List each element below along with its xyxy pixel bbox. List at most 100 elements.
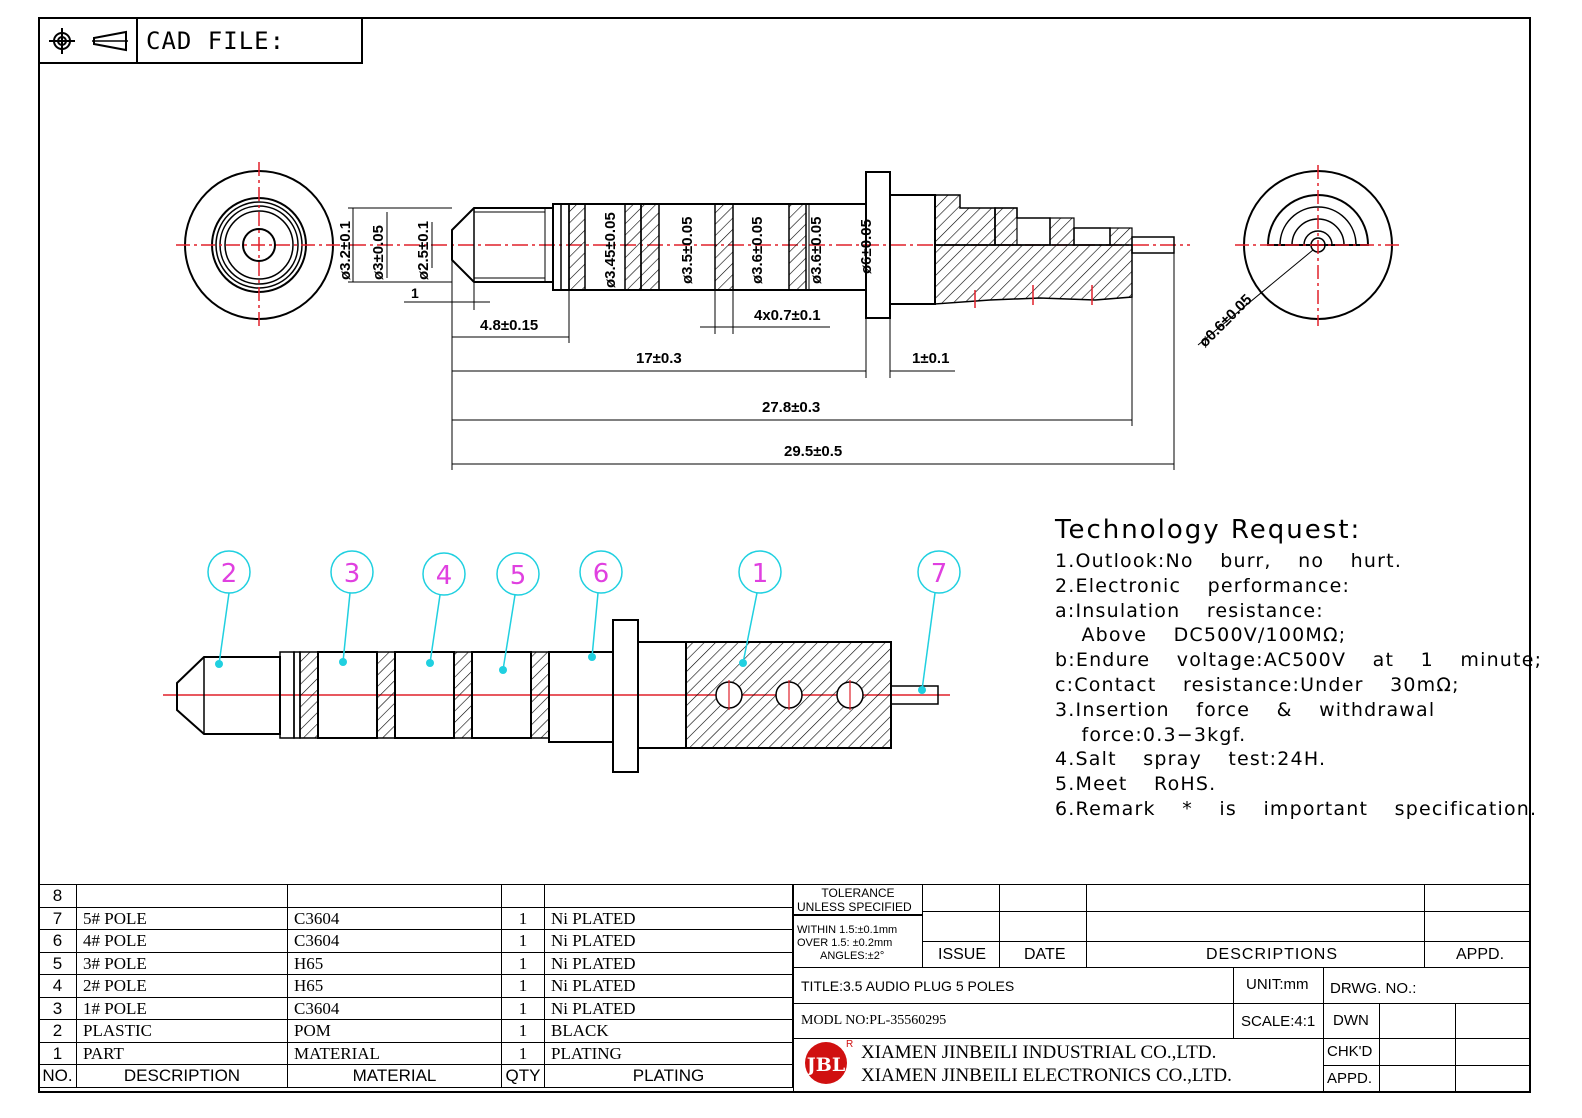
length-dimensions — [404, 253, 1175, 470]
date-header: DATE — [1024, 946, 1066, 963]
part-material: H65 — [287, 974, 502, 998]
dim-d3-5: ø3.5±0.05 — [679, 217, 696, 284]
tolerance-divider — [793, 914, 923, 916]
technology-request: Technology Request: 1.Outlook:No burr, n… — [1055, 515, 1543, 822]
part-qty: 1 — [501, 1019, 545, 1043]
tech-request-title: Technology Request: — [1055, 515, 1362, 545]
callout-balloon-4 — [422, 552, 466, 596]
callout-6-label: 6 — [593, 559, 610, 589]
tolerance-sub: UNLESS SPECIFIED — [797, 900, 912, 914]
part-no: 3 — [38, 996, 77, 1020]
dim-d3: ø3±0.05 — [370, 225, 387, 280]
tolerance-within: WITHIN 1.5:±0.1mm — [797, 924, 898, 936]
dim-27-8: 27.8±0.3 — [762, 399, 820, 416]
parts-header-cell: QTY — [501, 1064, 545, 1088]
part-no: 7 — [38, 906, 77, 930]
part-material: C3604 — [287, 906, 502, 930]
tech-line: 5.Meet RoHS. — [1055, 773, 1217, 796]
part-no: 1 — [38, 1041, 77, 1065]
tech-line: 6.Remark * is important specification. — [1055, 797, 1538, 820]
part-plating: Ni PLATED — [544, 929, 793, 953]
callout-balloon-7 — [917, 550, 961, 594]
callout-balloon-1 — [738, 550, 782, 594]
part-qty: 1 — [501, 951, 545, 975]
dim-1-0-1: 1±0.1 — [912, 350, 949, 367]
left-end-view — [176, 162, 345, 328]
callout-7-label: 7 — [931, 559, 948, 589]
part-plating: Ni PLATED — [544, 906, 793, 930]
tolerance-angles: ANGLES:±2° — [820, 950, 885, 962]
parts-row: 8 — [38, 884, 793, 908]
callout-3-label: 3 — [344, 559, 361, 589]
dim-d3-6a: ø3.6±0.05 — [749, 217, 766, 284]
unit-label: UNIT:mm — [1246, 976, 1309, 993]
part-material: MATERIAL — [287, 1041, 502, 1065]
tolerance-over: OVER 1.5: ±0.2mm — [797, 937, 893, 949]
drawing-frame — [38, 17, 1531, 1093]
part-description: PLASTIC — [76, 1019, 288, 1043]
part-material: H65 — [287, 951, 502, 975]
dim-17: 17±0.3 — [636, 350, 682, 367]
revision-row — [922, 911, 1531, 942]
part-qty: 1 — [501, 929, 545, 953]
part-plating: Ni PLATED — [544, 974, 793, 998]
dim-4x0-7: 4x0.7±0.1 — [754, 307, 821, 324]
chkd-appd-values — [1379, 1038, 1456, 1093]
projection-symbols — [40, 19, 138, 62]
callouts — [207, 550, 961, 691]
part-plating: Ni PLATED — [544, 996, 793, 1020]
right-end-view — [1197, 165, 1400, 346]
tech-line: Above DC500V/100MΩ; — [1055, 624, 1347, 647]
descriptions-header: DESCRIPTIONS — [1206, 946, 1339, 963]
issue-header: ISSUE — [938, 946, 987, 963]
dim-d3-6b: ø3.6±0.05 — [808, 217, 825, 284]
part-description: 3# POLE — [76, 951, 288, 975]
diameter-dimensions — [348, 207, 452, 283]
part-material — [287, 884, 502, 908]
part-qty — [501, 884, 545, 908]
part-qty: 1 — [501, 996, 545, 1020]
dim-d0-6: ø0.6±0.05 — [1196, 291, 1256, 351]
part-no: 8 — [38, 884, 77, 908]
callout-2-label: 2 — [221, 559, 238, 589]
part-plating — [544, 884, 793, 908]
cad-file-box: CAD FILE: — [38, 17, 363, 64]
tech-line: b:Endure voltage:AC500V at 1 minute; — [1055, 649, 1543, 672]
tech-line: c:Contact resistance:Under 30mΩ; — [1055, 673, 1460, 696]
callout-5-label: 5 — [510, 561, 527, 591]
tech-line: 2.Electronic performance: — [1055, 574, 1351, 597]
dim-4-8: 4.8±0.15 — [480, 317, 538, 334]
callout-1-label: 1 — [752, 559, 769, 589]
parts-header-cell: MATERIAL — [287, 1064, 502, 1088]
tech-line: force:0.3−3kgf. — [1055, 723, 1247, 746]
dwn-label: DWN — [1333, 1012, 1369, 1029]
appd-header: APPD. — [1456, 946, 1505, 963]
tech-line: 3.Insertion force & withdrawal — [1055, 698, 1436, 721]
company-name-1: XIAMEN JINBEILI INDUSTRIAL CO.,LTD. — [861, 1042, 1217, 1063]
company-logo: JBL R — [805, 1039, 853, 1084]
part-qty: 1 — [501, 974, 545, 998]
model-no: MODL NO:PL-35560295 — [801, 1013, 947, 1028]
part-plating: Ni PLATED — [544, 951, 793, 975]
part-no: 4 — [38, 974, 77, 998]
projection-cone-icon — [92, 30, 128, 51]
logo-letters: JBL — [805, 1054, 845, 1076]
cad-file-label: CAD FILE: — [146, 26, 286, 55]
part-description: 4# POLE — [76, 929, 288, 953]
chkd-label: CHK'D — [1327, 1043, 1373, 1060]
tech-line: 4.Salt spray test:24H. — [1055, 748, 1327, 771]
callout-leader-dots — [215, 653, 926, 694]
part-no: 2 — [38, 1019, 77, 1043]
dim-d2-5: ø2.5±0.1 — [415, 221, 432, 280]
part-plating: BLACK — [544, 1019, 793, 1043]
drawing-title: TITLE:3.5 AUDIO PLUG 5 POLES — [801, 978, 1015, 994]
part-qty: 1 — [501, 906, 545, 930]
dim-d6: ø6±0.05 — [858, 219, 875, 274]
part-material: C3604 — [287, 996, 502, 1020]
part-description: 1# POLE — [76, 996, 288, 1020]
